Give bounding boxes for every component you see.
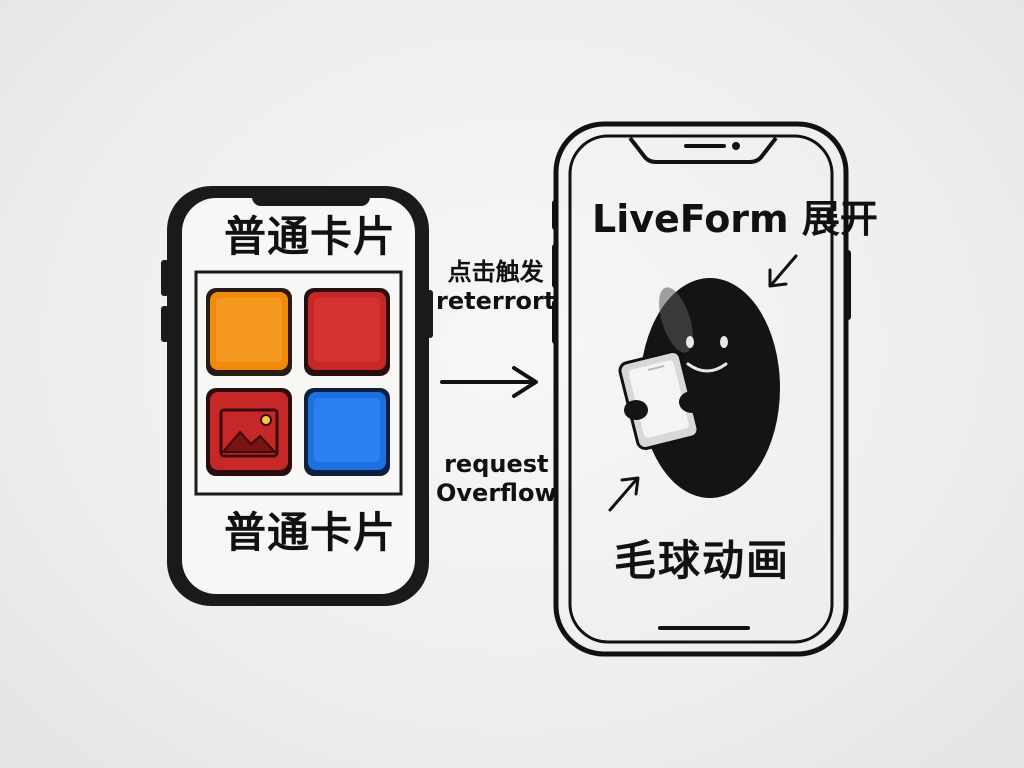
fluffball-eye-left	[686, 336, 694, 348]
right-phone-notch	[628, 136, 778, 164]
left-phone-notch	[252, 188, 370, 206]
transition-bottom-text: request Overflow	[436, 450, 557, 508]
right-top-label: LiveForm 展开	[592, 197, 878, 241]
left-phone-side-button-2	[161, 306, 169, 342]
transition-top-line-2: reterrort	[436, 286, 556, 315]
transition-bottom-line-2: Overflow	[436, 478, 557, 507]
fluffball-smile	[686, 362, 728, 373]
fluffball-character	[618, 278, 780, 498]
left-phone	[161, 186, 433, 606]
transition-arrow	[440, 366, 538, 398]
tile-blue	[304, 388, 390, 476]
tile-red-top	[304, 288, 390, 376]
right-phone	[552, 121, 851, 657]
right-phone-outline	[553, 121, 849, 657]
handheld-phone-icon	[618, 350, 700, 450]
arrow-to-blob-bottom	[608, 476, 640, 512]
tile-orange	[206, 288, 292, 376]
right-bottom-label: 毛球动画	[614, 536, 791, 585]
left-phone-power-button	[427, 290, 433, 338]
transition-top-line-1: 点击触发	[447, 258, 544, 286]
tile-red-image	[206, 388, 292, 476]
fluffball-hand-left	[624, 400, 648, 420]
transition-top-text: 点击触发 reterrort	[436, 258, 555, 316]
left-phone-side-button	[161, 260, 169, 296]
arrow-to-blob-top	[768, 254, 798, 288]
fluffball-hand-right	[679, 391, 705, 413]
fluffball-highlight	[659, 287, 693, 353]
right-phone-camera	[732, 142, 740, 150]
left-bottom-label: 普通卡片	[224, 508, 397, 557]
right-phone-inner-outline	[568, 134, 834, 644]
fluffball-eye-right	[720, 336, 728, 348]
left-top-label: 普通卡片	[224, 212, 397, 261]
card-grid-frame	[194, 270, 403, 496]
transition-bottom-line-1: request	[444, 450, 549, 478]
image-icon	[219, 408, 279, 458]
